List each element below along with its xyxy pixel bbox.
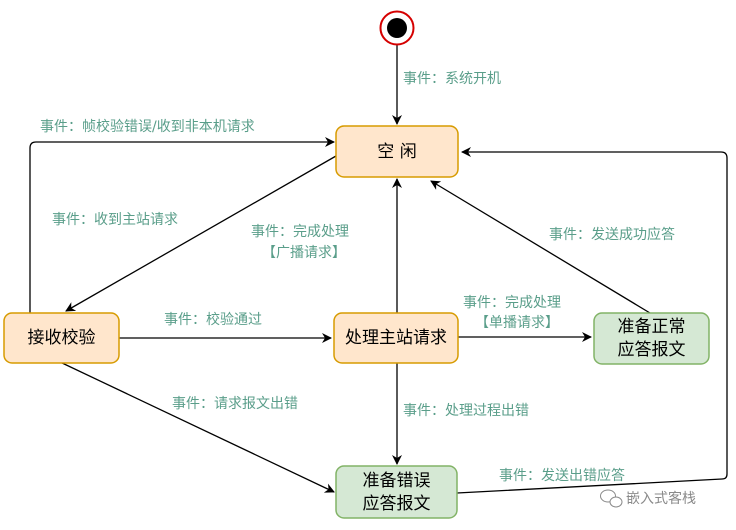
state-prepare-error-line1: 准备错误 xyxy=(363,471,431,491)
watermark: 嵌入式客栈 xyxy=(600,489,696,508)
state-process-request-label: 处理主站请求 xyxy=(345,328,447,348)
edge-send-error xyxy=(456,147,728,494)
edge-frame-error xyxy=(29,137,335,313)
state-prepare-error-line2: 应答报文 xyxy=(363,494,431,514)
state-prepare-normal: 准备正常 应答报文 xyxy=(593,312,710,365)
label-check-pass: 事件：校验通过 xyxy=(164,311,262,328)
label-unicast-done-line1: 事件：完成处理 xyxy=(463,295,561,311)
label-send-error: 事件：发送出错应答 xyxy=(499,467,625,484)
watermark-text: 嵌入式客栈 xyxy=(626,490,696,507)
state-prepare-error: 准备错误 应答报文 xyxy=(335,465,458,519)
state-receive-check: 接收校验 xyxy=(3,312,120,364)
label-unicast-done-line2: 【单播请求】 xyxy=(475,315,559,331)
edge-send-success xyxy=(430,180,651,314)
state-prepare-normal-line2: 应答报文 xyxy=(618,340,686,360)
state-prepare-normal-line1: 准备正常 xyxy=(618,317,686,337)
label-broadcast-done-line1: 事件：完成处理 xyxy=(251,224,349,240)
state-process-request: 处理主站请求 xyxy=(333,312,459,364)
edge-request-error xyxy=(59,361,335,493)
edge-recv-request xyxy=(65,155,337,312)
state-idle-label: 空 闲 xyxy=(377,142,416,162)
state-receive-check-label: 接收校验 xyxy=(28,328,96,348)
initial-state xyxy=(379,10,415,46)
label-send-success: 事件：发送成功应答 xyxy=(549,226,675,243)
label-request-error: 事件：请求报文出错 xyxy=(172,396,298,412)
label-power-on: 事件：系统开机 xyxy=(403,71,501,87)
wechat-icon xyxy=(600,489,623,508)
label-recv-request: 事件：收到主站请求 xyxy=(52,212,178,228)
label-process-error: 事件：处理过程出错 xyxy=(403,403,529,419)
label-broadcast-done-line2: 【广播请求】 xyxy=(262,245,346,261)
transition-edges xyxy=(29,45,728,494)
transition-labels: 事件：系统开机 事件：帧校验错误/收到非本机请求 事件：收到主站请求 事件：完成… xyxy=(40,71,675,484)
state-idle: 空 闲 xyxy=(335,125,459,178)
label-frame-error: 事件：帧校验错误/收到非本机请求 xyxy=(40,118,255,135)
